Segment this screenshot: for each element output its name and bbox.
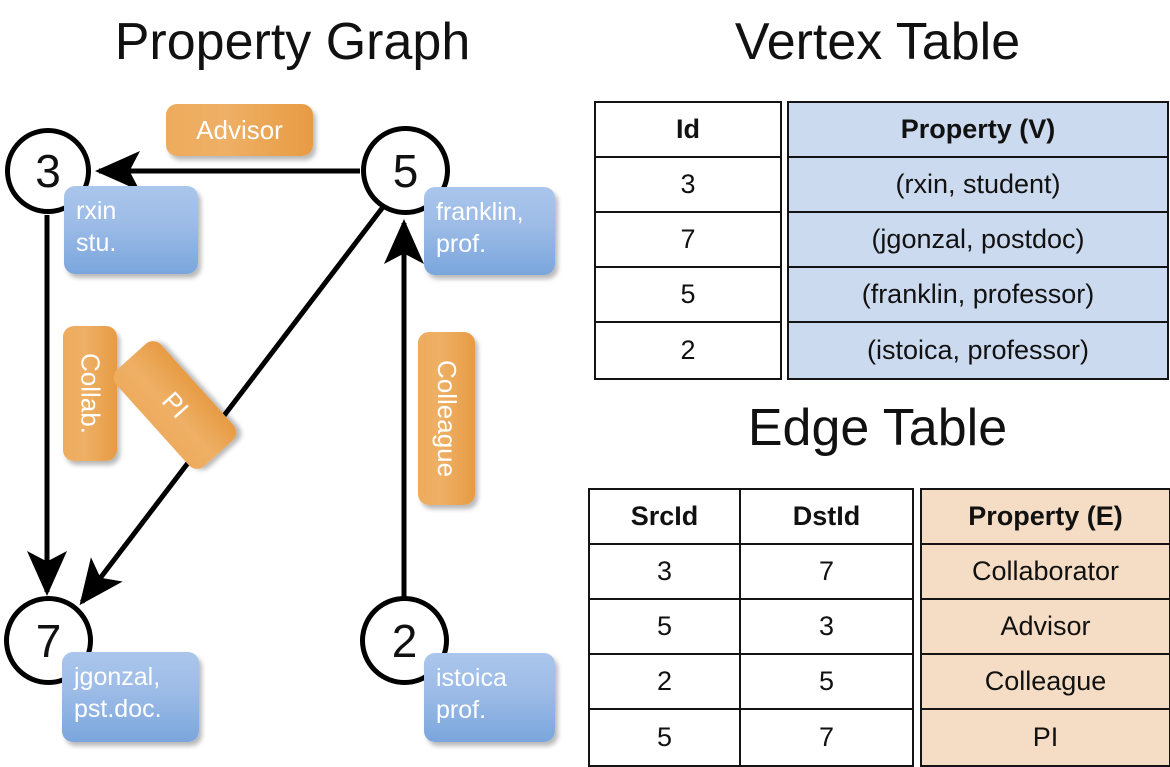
edge-label-collab-text: Collab. [75, 353, 106, 434]
vertex-table-header-property: Property (V) [789, 103, 1167, 158]
graph-node-5-property-box: franklin, prof. [424, 187, 555, 275]
table-row: (jgonzal, postdoc) [789, 213, 1167, 268]
page-title-edge-table: Edge Table [747, 399, 1008, 457]
edge-label-advisor-text: Advisor [196, 114, 283, 145]
table-row: Colleague [922, 655, 1169, 710]
table-row: 3 [590, 545, 739, 600]
edge-table-panel: Edge Table SrcId 3 5 2 5 DstId 7 3 5 7 P… [585, 390, 1170, 767]
graph-node-7-property-line1: jgonzal, [74, 663, 161, 691]
graph-node-5[interactable]: 5 [361, 126, 450, 215]
edge-table-col-property: Property (E) Collaborator Advisor Collea… [920, 488, 1170, 767]
edge-label-collab: Collab. [63, 326, 117, 461]
table-row: (rxin, student) [789, 158, 1167, 213]
table-row: 7 [596, 213, 780, 268]
table-row: 5 [741, 655, 912, 710]
table-row: Collaborator [922, 545, 1169, 600]
page-title-property-graph: Property Graph [114, 13, 471, 71]
table-row: (franklin, professor) [789, 268, 1167, 323]
graph-node-2-property-line2: prof. [436, 696, 487, 724]
property-graph-panel: Property Graph 3 5 7 2 rxin stu. frankli… [0, 0, 585, 760]
edge-table-header-dstid: DstId [741, 490, 912, 545]
table-row: 7 [818, 722, 835, 752]
table-row: (istoica, professor) [866, 335, 1090, 365]
graph-node-5-property-line2: prof. [436, 230, 487, 258]
graph-node-2-id: 2 [391, 614, 418, 667]
graph-node-5-id: 5 [392, 144, 419, 197]
edge-table-header-property: Property (E) [922, 490, 1169, 545]
graph-node-3-property-box: rxin stu. [64, 186, 198, 274]
graph-node-7-id: 7 [35, 614, 62, 667]
graph-node-3-property-line1: rxin [76, 197, 117, 225]
vertex-table-col-id: Id 3 7 5 2 [594, 101, 782, 380]
edge-table-header-srcid: SrcId [590, 490, 739, 545]
edge-label-pi-text: PI [155, 385, 195, 424]
graph-node-2[interactable]: 2 [360, 596, 449, 685]
graph-node-2-property-box: istoica prof. [424, 653, 555, 742]
graph-node-5-property-line1: franklin, [436, 198, 524, 226]
edge-label-advisor: Advisor [166, 104, 313, 156]
table-row: 5 [656, 722, 673, 752]
edge-table: SrcId 3 5 2 5 DstId 7 3 5 7 Property (E)… [588, 488, 1170, 767]
vertex-table-header-id: Id [596, 103, 780, 158]
vertex-table-col-property: Property (V) (rxin, student) (jgonzal, p… [787, 101, 1169, 380]
table-row: Advisor [922, 600, 1169, 655]
table-row: 5 [596, 268, 780, 323]
graph-node-7-property-line2: pst.doc. [74, 695, 162, 723]
graph-edges-layer [27, 151, 424, 606]
table-row: 7 [741, 545, 912, 600]
table-row: 5 [590, 600, 739, 655]
edge-table-col-dstid: DstId 7 3 5 7 [741, 488, 914, 767]
edge-5-to-7 [79, 205, 385, 606]
edge-table-col-srcid: SrcId 3 5 2 5 [588, 488, 741, 767]
graph-node-3-id: 3 [35, 145, 61, 197]
vertex-table-panel: Vertex Table Id 3 7 5 2 Property (V) (rx… [585, 0, 1170, 390]
graph-node-2-property-line1: istoica [436, 664, 507, 692]
edge-label-colleague: Colleague [418, 332, 475, 505]
edge-label-colleague-text: Colleague [432, 359, 462, 478]
graph-node-7-property-box: jgonzal, pst.doc. [62, 652, 199, 742]
table-row: 3 [741, 600, 912, 655]
graph-node-3-property-line2: stu. [76, 229, 117, 257]
page-title-vertex-table: Vertex Table [734, 13, 1021, 71]
vertex-table: Id 3 7 5 2 Property (V) (rxin, student) … [594, 101, 1169, 380]
table-row: 3 [596, 158, 780, 213]
table-row: PI [1032, 722, 1059, 752]
table-row: 2 [590, 655, 739, 710]
table-row: 2 [680, 335, 696, 365]
